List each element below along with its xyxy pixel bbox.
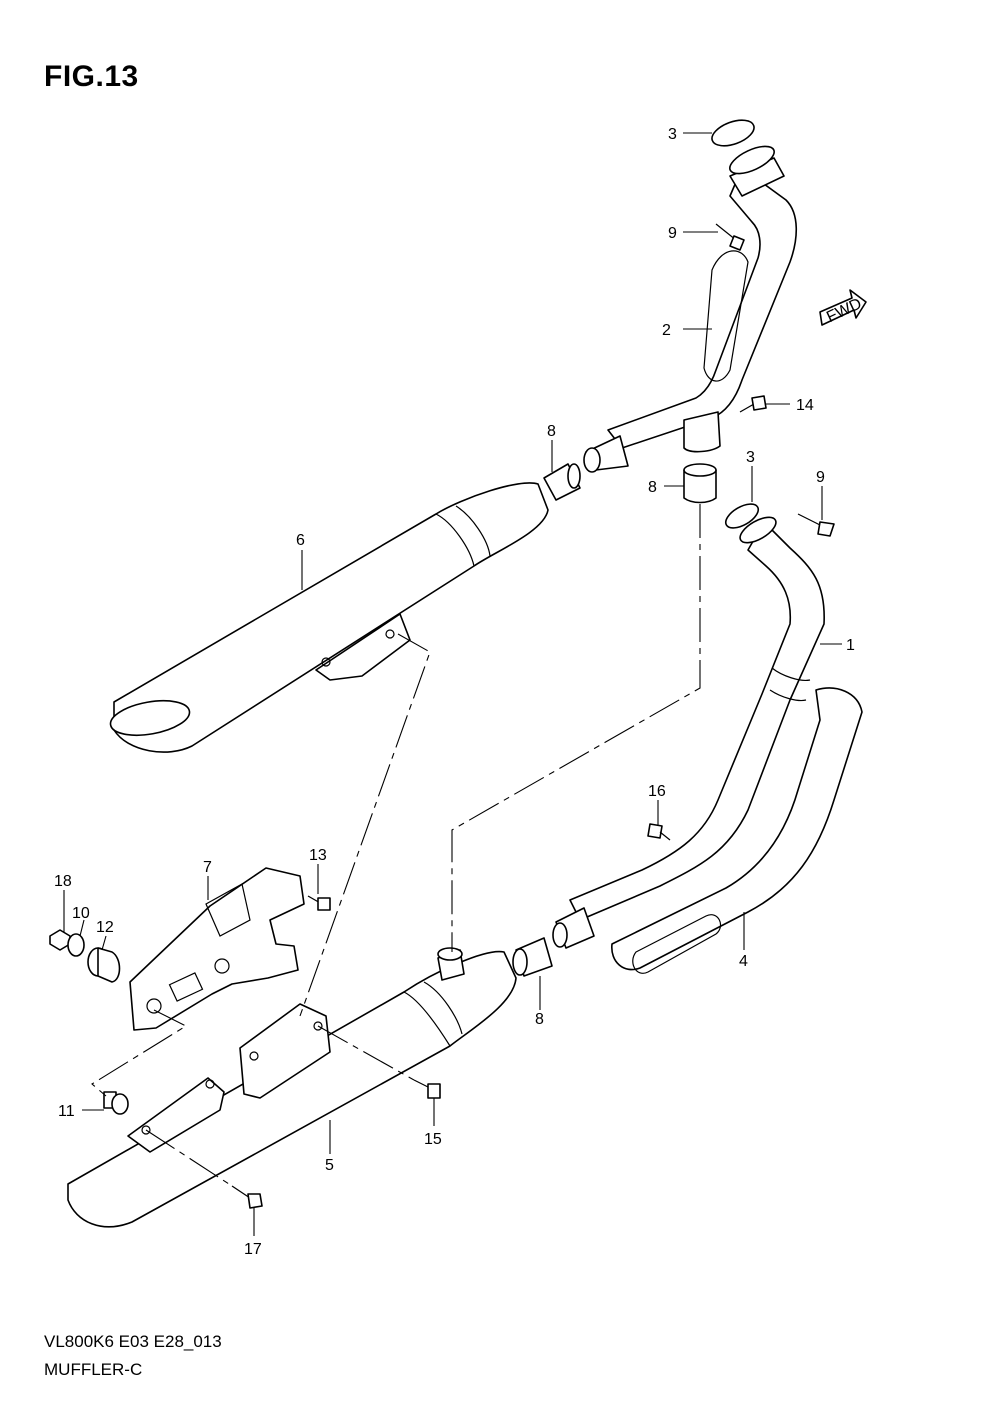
upper-muffler [109,482,549,753]
gasket-top [711,119,755,147]
front-exhaust-pipe [583,145,798,473]
assembly-line-collar [91,1009,188,1097]
heat-shield [611,687,863,974]
bolt-9-top [715,223,745,251]
callout-7: 7 [203,859,212,876]
rear-exhaust-pipe [552,516,825,949]
joint-8-lower [512,937,553,977]
callout-9-right: 9 [816,469,825,486]
assembly-line-bracket [299,633,431,1017]
collar-11 [103,1091,129,1115]
nut-18 [49,929,71,951]
callout-17: 17 [244,1241,262,1258]
callout-9-top: 9 [668,225,677,242]
callout-8-lower: 8 [535,1011,544,1028]
callout-8-upper: 8 [547,423,556,440]
fwd-arrow-icon: FWD [819,289,867,326]
bolt-15 [413,1079,441,1099]
callout-16: 16 [648,783,666,800]
callouts: 1 2 3 3 4 5 6 7 8 8 8 9 9 10 11 12 13 14… [54,126,855,1258]
assembly-line-bolt17 [145,1129,233,1187]
callout-3-right: 3 [746,449,755,466]
callout-3-top: 3 [668,126,677,143]
joint-8-center [683,463,717,504]
callout-4: 4 [739,953,748,970]
assembly-line-joint [451,504,701,952]
callout-5: 5 [325,1157,334,1174]
callout-2: 2 [662,322,671,339]
joint-8-upper-left [543,463,581,501]
bolt-17 [231,1185,263,1209]
leader-lines [63,132,842,1236]
assembly-line-bolt15 [317,1025,415,1081]
callout-13: 13 [309,847,327,864]
fwd-label: FWD [824,295,864,326]
callout-1: 1 [846,637,855,654]
gasket-right [724,503,760,529]
callout-12: 12 [96,919,114,936]
drawing-code: VL800K6 E03 E28_013 [44,1332,222,1351]
callout-15: 15 [424,1131,442,1148]
washer-10 [67,933,85,957]
callout-11: 11 [58,1103,75,1120]
figure-title: FIG.13 [44,60,139,93]
callout-10: 10 [72,905,90,922]
bolt-16 [647,823,671,841]
bolt-14 [739,395,767,413]
cushion-12 [87,947,121,983]
callout-8-center: 8 [648,479,657,496]
muffler-bracket [129,867,305,1031]
callout-14: 14 [796,397,814,414]
callout-18: 18 [54,873,72,890]
callout-6: 6 [296,532,305,549]
drawing-name: MUFFLER-C [44,1360,143,1379]
bolt-13 [307,895,331,911]
bolt-9-right [797,513,835,537]
